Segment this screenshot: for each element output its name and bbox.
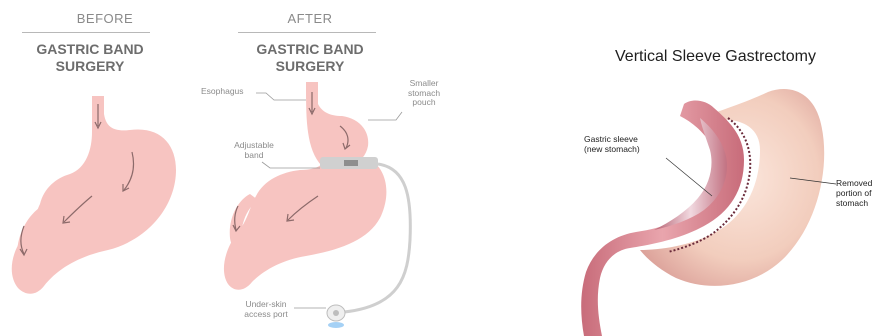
esophagus-leader [256,93,306,100]
band-clasp [344,160,358,166]
access-port-glow [328,322,344,328]
band-leader [262,162,320,168]
before-stomach [12,96,176,294]
pouch-leader [368,112,402,120]
access-port-center [333,310,339,316]
after-esophagus-and-pouch [306,82,368,166]
after-stomach [224,82,410,328]
before-stomach-shape [12,96,176,294]
gastric-sleeve-leader [666,158,712,196]
sleeve-tube [581,101,744,336]
after-lower-stomach [224,164,386,290]
sleeve-stomach [581,89,824,336]
